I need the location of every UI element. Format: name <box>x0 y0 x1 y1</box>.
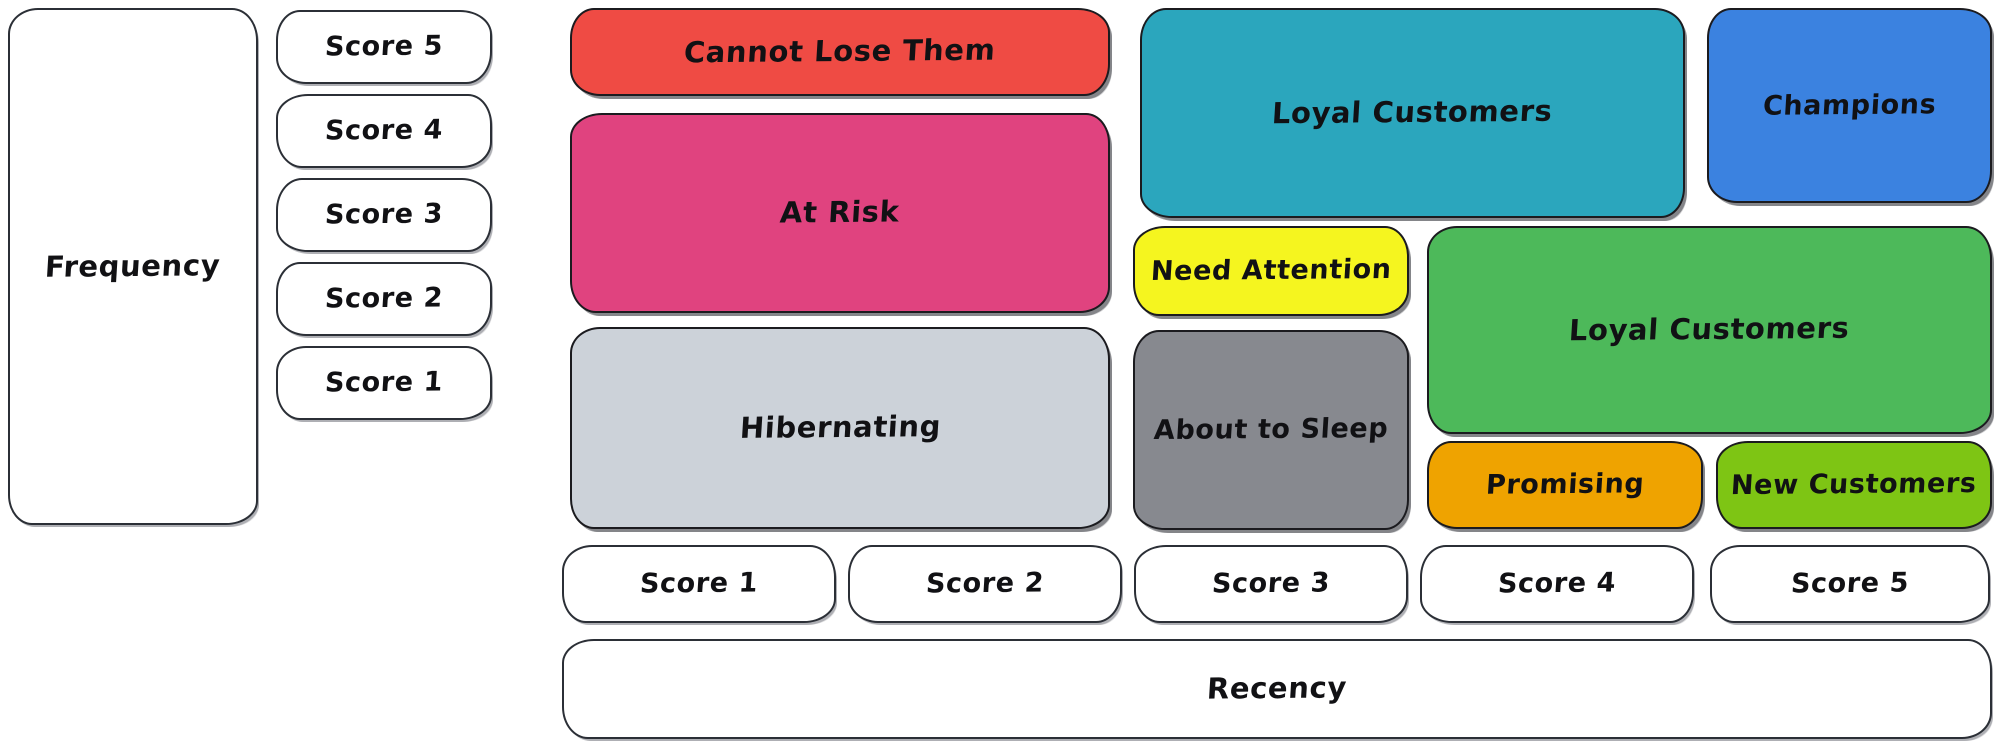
segment-champions-label: Champions <box>1761 88 1938 122</box>
segment-about-to-sleep-label: About to Sleep <box>1152 413 1390 447</box>
frequency-score-5-label: Score 5 <box>324 30 445 63</box>
recency-score-2[interactable]: Score 2 <box>848 545 1122 623</box>
segment-new-customers[interactable]: New Customers <box>1716 441 1992 529</box>
recency-score-3-label: Score 3 <box>1211 567 1332 600</box>
frequency-score-1[interactable]: Score 1 <box>276 346 492 420</box>
segment-new-customers-label: New Customers <box>1730 468 1978 502</box>
recency-score-5[interactable]: Score 5 <box>1710 545 1990 623</box>
recency-score-4[interactable]: Score 4 <box>1420 545 1694 623</box>
axis-label-frequency-text: Frequency <box>44 247 222 284</box>
segment-hibernating[interactable]: Hibernating <box>570 327 1110 529</box>
axis-label-recency-text: Recency <box>1206 670 1349 706</box>
axis-label-recency: Recency <box>562 639 1992 739</box>
segment-hibernating-label: Hibernating <box>738 409 942 445</box>
frequency-score-3[interactable]: Score 3 <box>276 178 492 252</box>
segment-champions[interactable]: Champions <box>1707 8 1992 203</box>
segment-need-attention[interactable]: Need Attention <box>1133 226 1409 316</box>
recency-score-1[interactable]: Score 1 <box>562 545 836 623</box>
recency-score-4-label: Score 4 <box>1497 567 1618 600</box>
segment-cannot-lose-them[interactable]: Cannot Lose Them <box>570 8 1110 96</box>
frequency-score-3-label: Score 3 <box>324 198 445 231</box>
recency-score-2-label: Score 2 <box>925 567 1046 600</box>
frequency-score-4[interactable]: Score 4 <box>276 94 492 168</box>
segment-cannot-lose-them-label: Cannot Lose Them <box>683 32 997 70</box>
segment-loyal-customers-green[interactable]: Loyal Customers <box>1427 226 1992 434</box>
segment-at-risk-label: At Risk <box>779 194 901 230</box>
frequency-score-2-label: Score 2 <box>324 282 445 315</box>
segment-at-risk[interactable]: At Risk <box>570 113 1110 313</box>
frequency-score-1-label: Score 1 <box>324 366 445 399</box>
frequency-score-4-label: Score 4 <box>324 114 445 147</box>
frequency-score-5[interactable]: Score 5 <box>276 10 492 84</box>
segment-loyal-customers-green-label: Loyal Customers <box>1568 310 1851 348</box>
segment-need-attention-label: Need Attention <box>1149 254 1393 288</box>
segment-promising-label: Promising <box>1484 468 1646 501</box>
segment-promising[interactable]: Promising <box>1427 441 1703 529</box>
recency-score-3[interactable]: Score 3 <box>1134 545 1408 623</box>
segment-loyal-customers-teal-label: Loyal Customers <box>1271 93 1554 131</box>
segment-about-to-sleep[interactable]: About to Sleep <box>1133 330 1409 530</box>
axis-label-frequency: Frequency <box>8 8 258 525</box>
recency-score-5-label: Score 5 <box>1790 567 1911 600</box>
recency-score-1-label: Score 1 <box>639 567 760 600</box>
frequency-score-2[interactable]: Score 2 <box>276 262 492 336</box>
segment-loyal-customers-teal[interactable]: Loyal Customers <box>1140 8 1685 218</box>
